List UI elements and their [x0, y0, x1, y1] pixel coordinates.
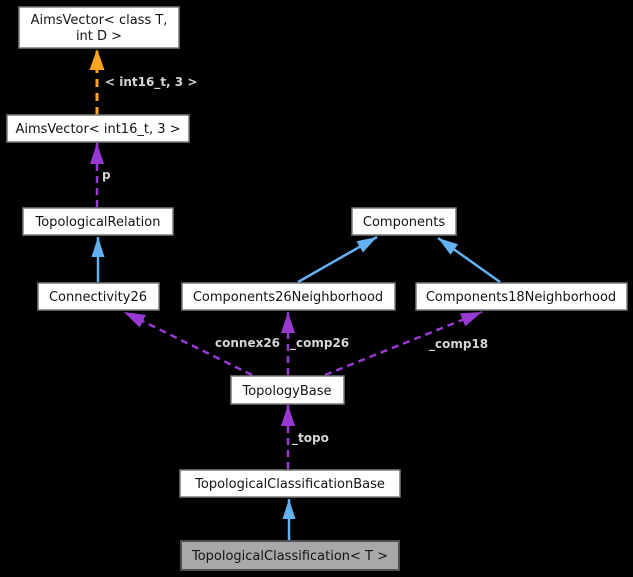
node-topologicalclassification-box[interactable] — [180, 540, 400, 571]
edge-inherit-components18neighborhood-to-components — [437, 236, 501, 284]
edge-label-connex26: connex26 — [215, 336, 280, 350]
node-topologicalclassificationbase-box[interactable] — [179, 469, 401, 498]
node-aimsvector-int16-label[interactable]: AimsVector< int16_t, 3 > — [15, 122, 180, 137]
node-topologicalclassificationbase-label[interactable]: TopologicalClassificationBase — [194, 477, 385, 492]
node-aimsvector-template-box[interactable] — [18, 6, 180, 49]
node-components-box[interactable] — [351, 207, 457, 236]
node-aimsvector-int16[interactable]: AimsVector< int16_t, 3 > — [6, 114, 190, 143]
node-aimsvector-int16-box[interactable] — [6, 114, 190, 143]
edge-label-p: p — [102, 168, 111, 182]
node-connectivity26-box[interactable] — [37, 282, 160, 311]
node-topologicalrelation-label[interactable]: TopologicalRelation — [35, 215, 161, 230]
node-components-label[interactable]: Components — [363, 215, 445, 230]
node-topologybase[interactable]: TopologyBase — [230, 375, 345, 405]
node-connectivity26[interactable]: Connectivity26 — [37, 282, 160, 311]
node-connectivity26-label[interactable]: Connectivity26 — [49, 290, 147, 305]
node-topologicalclassification-label[interactable]: TopologicalClassification< T > — [191, 549, 388, 564]
node-components26neighborhood[interactable]: Components26Neighborhood — [181, 282, 396, 311]
node-aimsvector-template-label-line1[interactable]: AimsVector< class T, — [31, 13, 168, 28]
node-aimsvector-template-label-line2[interactable]: int D > — [76, 29, 122, 44]
node-topologybase-label[interactable]: TopologyBase — [241, 384, 331, 399]
edge-inherit-components26neighborhood-to-components — [297, 235, 378, 284]
edge-label-comp18: _comp18 — [429, 337, 488, 352]
node-topologicalclassification[interactable]: TopologicalClassification< T > — [180, 540, 400, 571]
node-aimsvector-template[interactable]: AimsVector< class T, int D > — [18, 6, 180, 49]
node-components18neighborhood[interactable]: Components18Neighborhood — [415, 282, 628, 311]
node-components18neighborhood-box[interactable] — [415, 282, 628, 311]
node-components18neighborhood-label[interactable]: Components18Neighborhood — [426, 290, 616, 305]
edge-label-comp26: _comp26 — [290, 336, 349, 351]
edge-label-template-args: < int16_t, 3 > — [105, 75, 197, 90]
node-topologybase-box[interactable] — [230, 375, 345, 405]
node-topologicalrelation-box[interactable] — [22, 207, 174, 236]
node-components26neighborhood-label[interactable]: Components26Neighborhood — [193, 290, 383, 305]
node-topologicalclassificationbase[interactable]: TopologicalClassificationBase — [179, 469, 401, 498]
edge-usage-topologybase-to-components18neighborhood — [324, 310, 483, 377]
node-components[interactable]: Components — [351, 207, 457, 236]
node-components26neighborhood-box[interactable] — [181, 282, 396, 311]
node-topologicalrelation[interactable]: TopologicalRelation — [22, 207, 174, 236]
edge-label-topo: _topo — [292, 431, 329, 446]
